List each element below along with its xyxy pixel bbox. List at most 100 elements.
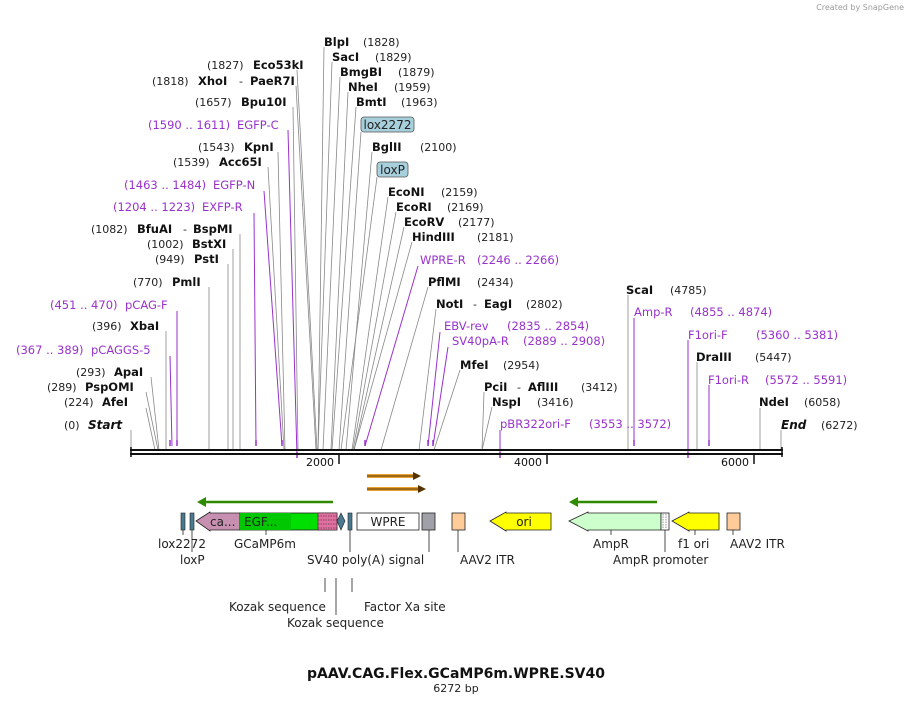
feature-sv40pa <box>421 512 436 531</box>
svg-text:(4785): (4785) <box>670 284 707 297</box>
svg-text:NotI: NotI <box>436 297 463 311</box>
svg-text:(2889 .. 2908): (2889 .. 2908) <box>523 334 605 348</box>
map-title: pAAV.CAG.Flex.GCaMP6m.WPRE.SV40 <box>307 666 605 682</box>
svg-text:pCAG-F: pCAG-F <box>125 298 168 312</box>
primer-pcagf: (451 .. 470) pCAG-F <box>50 298 168 312</box>
site-pmli: (770) PmlI <box>133 275 201 289</box>
feature-gcamp6m: ca... EGF... <box>195 511 338 532</box>
svg-text:SacI: SacI <box>332 50 359 64</box>
svg-text:BglII: BglII <box>372 140 402 154</box>
site-psti: (949) PstI <box>155 252 219 266</box>
svg-text:ScaI: ScaI <box>626 283 653 297</box>
site-pflmi: PflMI (2434) <box>428 275 514 289</box>
site-nhei: NheI (1959) <box>348 80 431 94</box>
svg-text:-: - <box>517 381 521 394</box>
site-bmgbi: BmgBI (1879) <box>340 65 435 79</box>
gcamp-ca-block: ca... <box>210 515 235 529</box>
end-label: End <box>781 418 807 432</box>
svg-text:KpnI: KpnI <box>244 140 274 154</box>
site-draiii: DraIII (5447) <box>696 350 792 364</box>
svg-text:-: - <box>239 75 243 88</box>
svg-text:(2159): (2159) <box>441 186 478 199</box>
svg-text:(1590 .. 1611): (1590 .. 1611) <box>148 118 230 132</box>
primer-f1orif: F1ori-F (5360 .. 5381) <box>688 328 838 342</box>
svg-text:AfeI: AfeI <box>102 395 128 409</box>
svg-text:pCAGGS-5: pCAGGS-5 <box>91 343 151 357</box>
site-ecori: EcoRI (2169) <box>396 200 484 214</box>
svg-text:ApaI: ApaI <box>114 365 143 379</box>
svg-text:XhoI: XhoI <box>198 74 227 88</box>
label-box-lox2272: lox2272 <box>360 116 415 133</box>
feature-loxp-2 <box>336 512 346 531</box>
svg-text:(1543): (1543) <box>198 141 235 154</box>
svg-text:(2954): (2954) <box>503 359 540 372</box>
label-gcamp6m: GCaMP6m <box>234 537 296 551</box>
svg-text:ori: ori <box>516 515 532 529</box>
feature-ampr <box>568 511 670 532</box>
svg-text:(1657): (1657) <box>195 96 232 109</box>
start-position: (0) <box>64 419 80 432</box>
svg-text:PmlI: PmlI <box>172 275 201 289</box>
svg-text:AflIII: AflIII <box>528 380 558 394</box>
label-kozak-2: Kozak sequence <box>287 616 384 630</box>
svg-text:EGFP-N: EGFP-N <box>213 178 255 192</box>
primer-f1orir: F1ori-R (5572 .. 5591) <box>708 373 847 387</box>
site-acc65i: (1539) Acc65I <box>173 155 262 169</box>
label-aav2-itr-1: AAV2 ITR <box>460 553 515 567</box>
primer-wprer: WPRE-R (2246 .. 2266) <box>420 253 559 267</box>
svg-text:Acc65I: Acc65I <box>219 155 262 169</box>
site-blpi: BlpI (1828) <box>324 35 400 49</box>
svg-text:EcoRI: EcoRI <box>396 200 432 214</box>
site-hindiii: HindIII (2181) <box>412 230 514 244</box>
site-ndei: NdeI (6058) <box>759 395 841 409</box>
svg-text:(2177): (2177) <box>458 216 495 229</box>
site-xhoi: (1818) XhoI - PaeR7I <box>152 74 295 88</box>
svg-text:(3412): (3412) <box>581 381 618 394</box>
svg-text:(1818): (1818) <box>152 75 189 88</box>
svg-text:PaeR7I: PaeR7I <box>250 74 295 88</box>
svg-text:HindIII: HindIII <box>412 230 455 244</box>
svg-text:(1959): (1959) <box>394 81 431 94</box>
svg-text:(2246 .. 2266): (2246 .. 2266) <box>477 253 559 267</box>
svg-text:(3553 .. 3572): (3553 .. 3572) <box>589 417 671 431</box>
map-subtitle: 6272 bp <box>433 682 478 695</box>
svg-text:PciI: PciI <box>484 380 507 394</box>
primer-ebvrev: EBV-rev (2835 .. 2854) <box>444 319 589 333</box>
label-ampr-promoter: AmpR promoter <box>613 553 708 567</box>
site-scai: ScaI (4785) <box>626 283 707 297</box>
svg-text:Bpu10I: Bpu10I <box>241 95 286 109</box>
label-ampr: AmpR <box>593 537 629 551</box>
feature-lox2272 <box>180 512 186 531</box>
primer-egfpc: (1590 .. 1611) EGFP-C <box>148 118 279 132</box>
start-label: Start <box>88 418 123 432</box>
svg-text:-: - <box>473 298 477 311</box>
svg-text:(1539): (1539) <box>173 156 210 169</box>
feature-f1ori <box>671 511 720 532</box>
svg-text:(5360 .. 5381): (5360 .. 5381) <box>756 328 838 342</box>
site-mfei: MfeI (2954) <box>460 358 540 372</box>
primer-pcaggs5: (367 .. 389) pCAGGS-5 <box>16 343 151 357</box>
site-nspi: NspI (3416) <box>492 395 574 409</box>
site-pspomi: (289) PspOMI <box>47 380 134 394</box>
snapgene-credit: Created by SnapGene <box>816 3 904 12</box>
svg-text:F1ori-F: F1ori-F <box>688 328 728 342</box>
orange-arrow-2 <box>367 485 426 493</box>
svg-text:(4855 .. 4874): (4855 .. 4874) <box>690 305 772 319</box>
primer-egfpn: (1463 .. 1484) EGFP-N <box>124 178 255 192</box>
svg-text:(1002): (1002) <box>147 238 184 251</box>
svg-text:BstXI: BstXI <box>192 237 226 251</box>
primer-leader-lines <box>169 129 710 457</box>
svg-text:(1828): (1828) <box>363 36 400 49</box>
site-saci: SacI (1829) <box>332 50 412 64</box>
svg-text:pBR322ori-F: pBR322ori-F <box>500 417 571 431</box>
site-bglii: BglII (2100) <box>372 140 457 154</box>
site-afei: (224) AfeI <box>64 395 128 409</box>
primer-sv40par: SV40pA-R (2889 .. 2908) <box>452 334 605 348</box>
svg-text:PflMI: PflMI <box>428 275 461 289</box>
feature-wpre: WPRE <box>356 512 420 531</box>
svg-text:BmgBI: BmgBI <box>340 65 382 79</box>
backbone <box>130 447 783 464</box>
svg-text:(2169): (2169) <box>447 201 484 214</box>
svg-text:(1963): (1963) <box>401 96 438 109</box>
svg-text:(2835 .. 2854): (2835 .. 2854) <box>507 319 589 333</box>
